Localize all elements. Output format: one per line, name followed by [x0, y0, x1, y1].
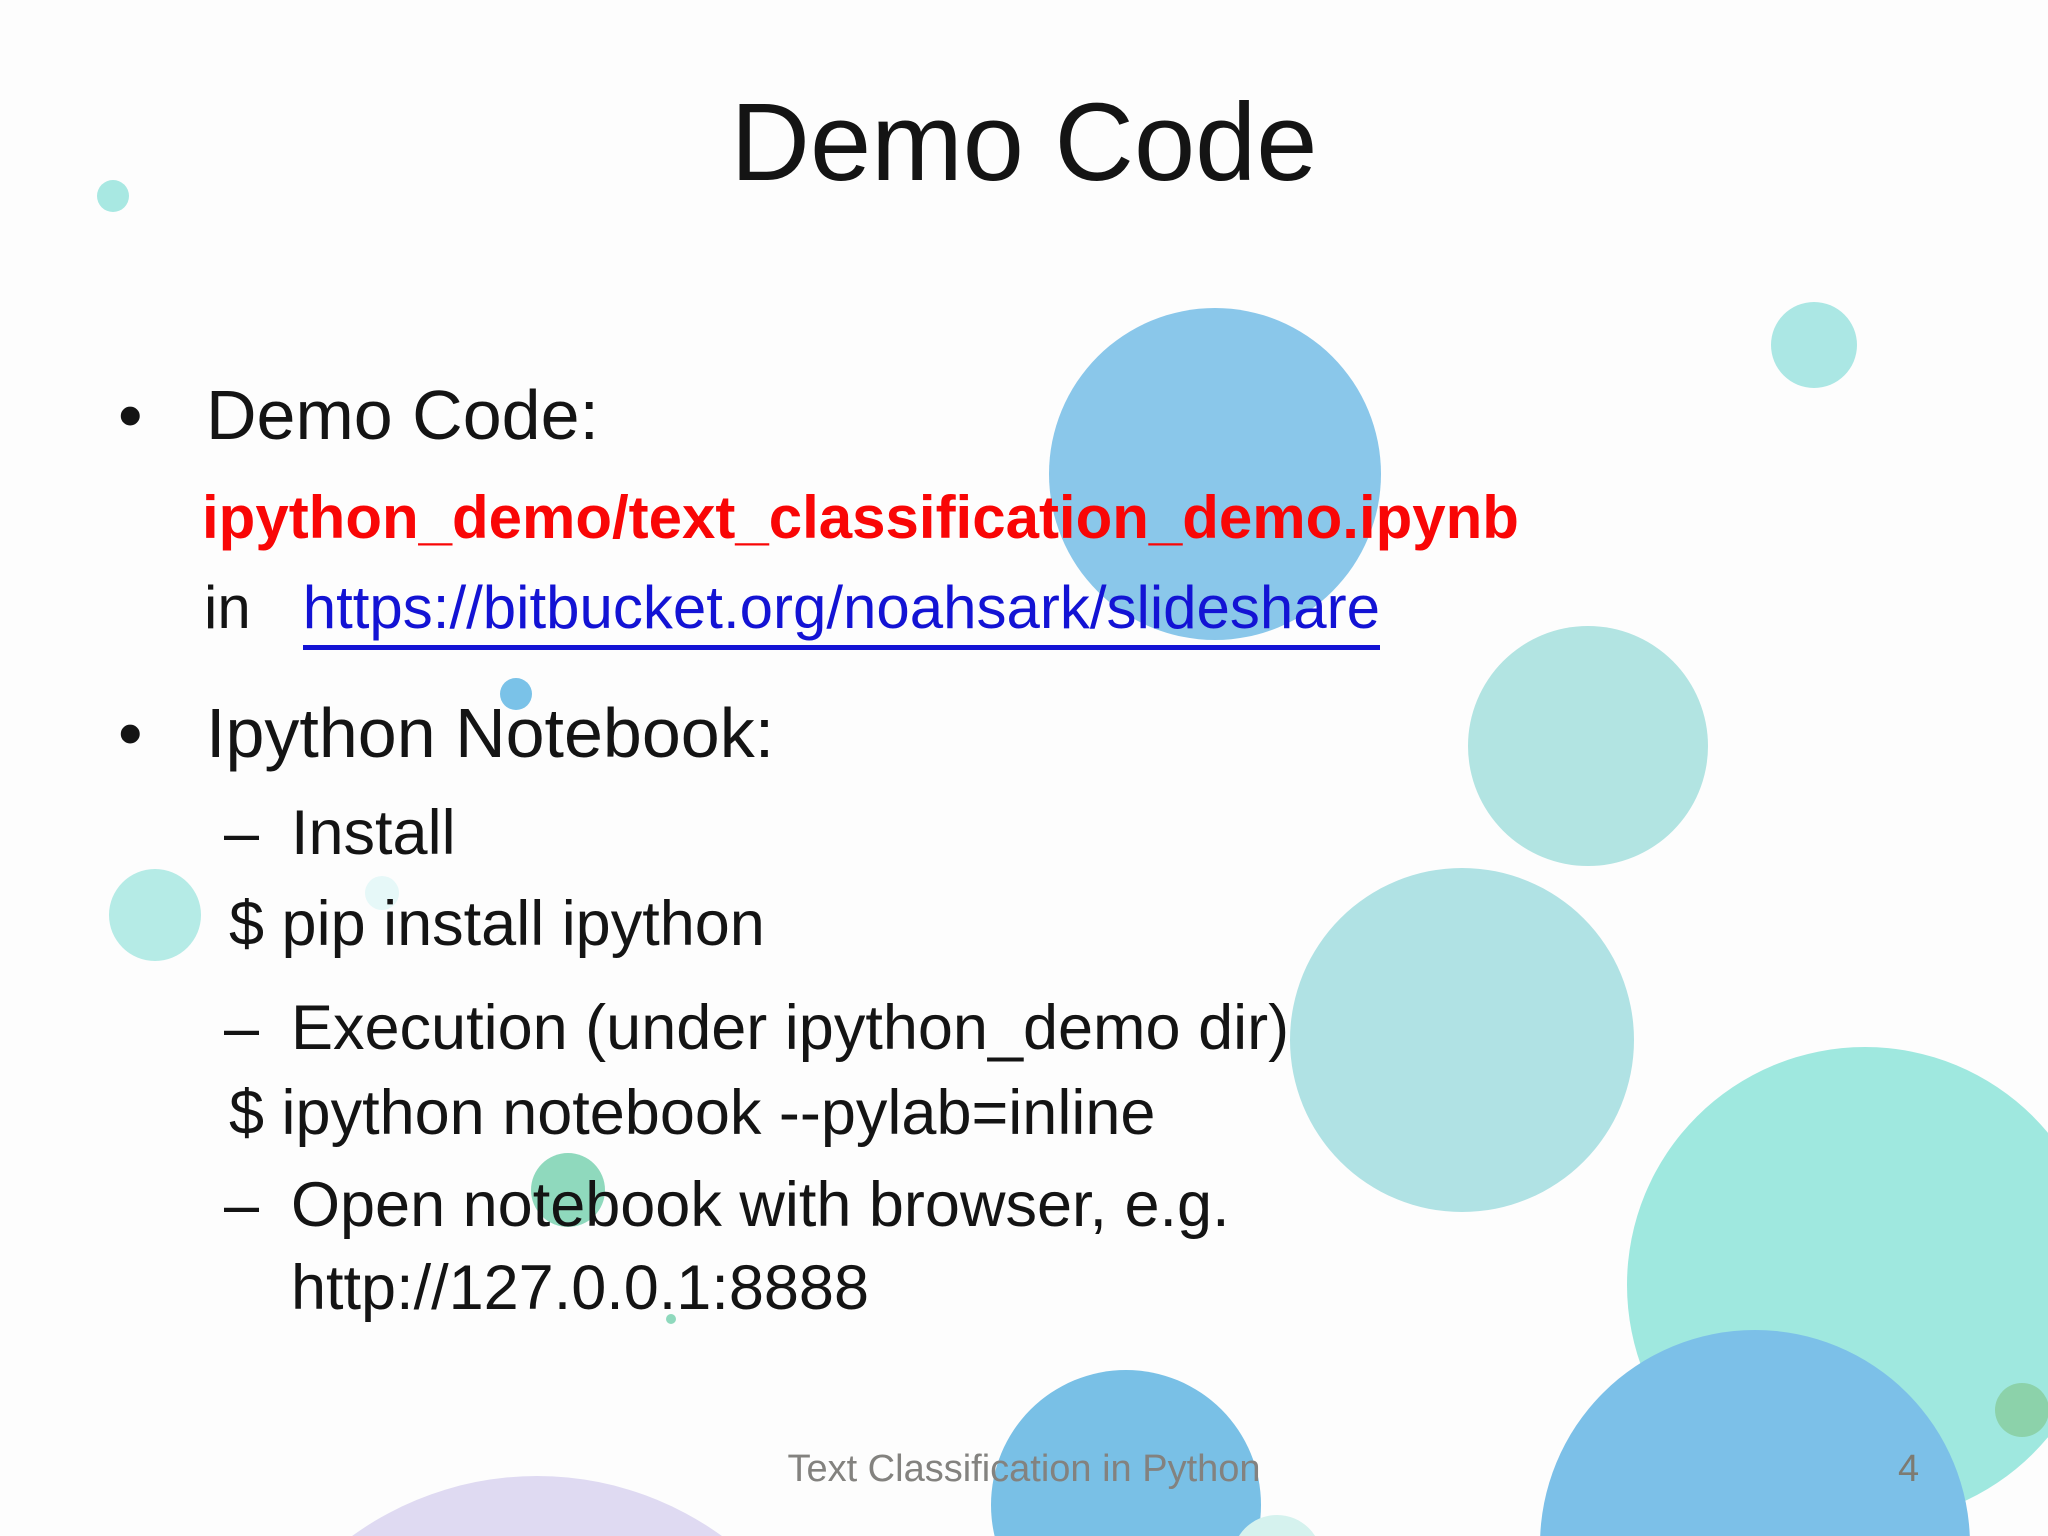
slide-title: Demo Code: [730, 81, 1318, 204]
decor-circle-left-teal-pip: [109, 869, 201, 961]
sub-bullet-execution: –Execution (under ipython_demo dir): [224, 994, 1289, 1062]
install-command: $ pip install ipython: [229, 889, 765, 959]
decor-circle-top-left-teal-dot: [97, 180, 129, 212]
bullet-demo-code-heading: Demo Code:: [206, 376, 599, 454]
dash-icon: –: [224, 1170, 260, 1240]
decor-circle-top-right-teal-small: [1771, 302, 1857, 388]
page-number: 4: [1898, 1448, 1920, 1490]
execution-label: Execution (under ipython_demo dir): [291, 993, 1290, 1063]
footer-title: Text Classification in Python: [787, 1448, 1261, 1490]
in-word: in: [204, 574, 251, 641]
link-line: in https://bitbucket.org/noahsark/slidesh…: [204, 574, 1380, 650]
bullet-dot-icon: •: [118, 376, 143, 454]
decor-circle-top-center-blue-large: [1049, 308, 1381, 640]
decor-circle-right-upper-teal: [1468, 626, 1708, 866]
open-notebook-label: Open notebook with browser, e.g.: [291, 1170, 1230, 1240]
decor-circle-right-green-dot: [1995, 1383, 2048, 1437]
bullet-dot-icon: •: [118, 694, 143, 772]
decor-circle-mint-open-notebook: [531, 1153, 605, 1227]
sub-bullet-install: –Install: [224, 799, 456, 867]
sub-bullet-open-notebook: –Open notebook with browser, e.g.: [224, 1171, 1230, 1239]
decor-circle-blue-dot-notebook-n: [500, 678, 532, 710]
execution-command: $ ipython notebook --pylab=inline: [229, 1078, 1156, 1148]
decor-circle-left-faint-dot: [365, 876, 399, 910]
decor-circle-right-mid-teal: [1290, 868, 1634, 1212]
bitbucket-link[interactable]: https://bitbucket.org/noahsark/slideshar…: [302, 575, 1380, 650]
decor-circle-bottom-mint-small: [1232, 1515, 1322, 1536]
open-notebook-url: http://127.0.0.1:8888: [291, 1253, 869, 1323]
dash-icon: –: [224, 993, 260, 1063]
dash-icon: –: [224, 798, 260, 868]
bullet-ipython-notebook-heading: Ipython Notebook:: [206, 694, 775, 772]
decor-circle-tiny-green-dot: [666, 1314, 676, 1324]
install-label: Install: [291, 798, 456, 868]
demo-code-path: ipython_demo/text_classification_demo.ip…: [202, 484, 1519, 551]
